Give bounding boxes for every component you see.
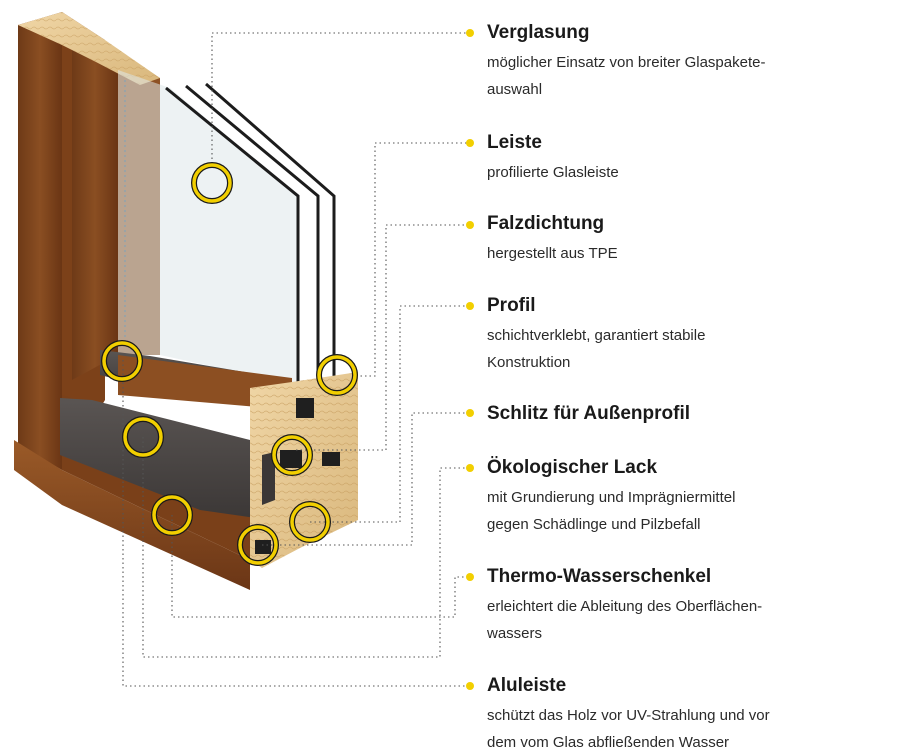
callout-description: möglicher Einsatz von breiter Glaspakete… <box>487 54 766 98</box>
callout-title: Verglasung <box>487 22 590 43</box>
callout-verglasung: Verglasung möglicher Einsatz von breiter… <box>487 22 867 103</box>
callout-title: Thermo-Wasserschenkel <box>487 566 712 587</box>
callout-title: Ökologischer Lack <box>487 457 658 478</box>
callout-description: hergestellt aus TPE <box>487 245 618 262</box>
sash-rail <box>118 355 292 410</box>
callout-title: Falzdichtung <box>487 213 605 234</box>
glass-pane <box>118 70 298 385</box>
gasket <box>296 398 314 418</box>
aluminium-cap <box>60 398 270 520</box>
callout-wasserschenkel: Thermo-Wasserschenkel erleichtert die Ab… <box>487 566 867 647</box>
outer-frame-post <box>18 12 62 470</box>
callout-title: Profil <box>487 295 536 316</box>
callout-schlitz: Schlitz für Außenprofil <box>487 403 867 425</box>
callout-dots <box>466 29 474 690</box>
callout-falzdichtung: Falzdichtung hergestellt aus TPE <box>487 213 867 267</box>
callout-description: schützt das Holz vor UV-Strahlung und vo… <box>487 707 770 748</box>
callout-aluleiste: Aluleiste schützt das Holz vor UV-Strahl… <box>487 675 867 748</box>
callout-title: Leiste <box>487 132 542 153</box>
outer-frame-sill <box>14 440 250 590</box>
callout-lines <box>122 32 470 687</box>
callout-leiste: Leiste profilierte Glasleiste <box>487 132 867 186</box>
callout-description: erleichtert die Ableitung des Oberfläche… <box>487 598 763 642</box>
sash-post <box>72 45 118 380</box>
callout-profil: Profil schichtverklebt, garantiert stabi… <box>487 295 867 376</box>
callout-lack: Ökologischer Lack mit Grundierung und Im… <box>487 457 867 538</box>
callout-description: profilierte Glasleiste <box>487 164 619 181</box>
marker-rings <box>102 163 357 565</box>
callout-title: Aluleiste <box>487 675 567 696</box>
callout-title: Schlitz für Außenprofil <box>487 403 691 424</box>
